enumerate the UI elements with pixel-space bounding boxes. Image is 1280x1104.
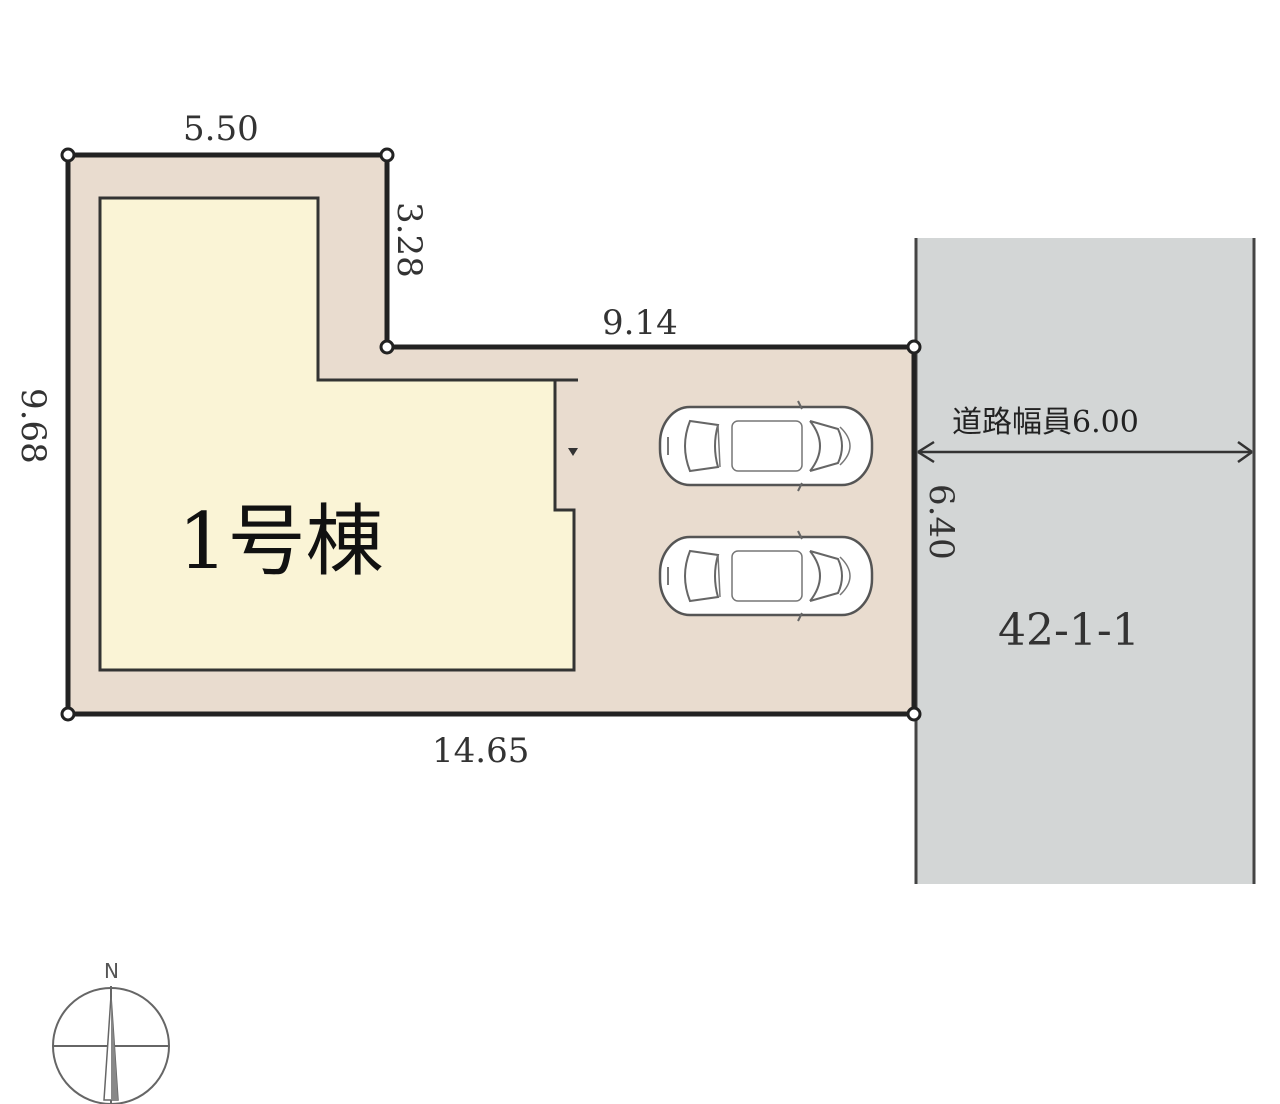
dimension-step-vertical: 3.28 (389, 202, 429, 278)
car-icon (658, 529, 874, 623)
building-label: 1号棟 (178, 497, 384, 587)
dimension-left: 9.68 (13, 388, 53, 464)
dimension-right: 6.40 (921, 484, 961, 560)
corner-marker (906, 706, 922, 722)
corner-marker (379, 339, 395, 355)
dimension-top: 5.50 (183, 109, 259, 149)
corner-marker (60, 147, 76, 163)
north-arrow-icon (52, 986, 170, 1104)
corner-marker (60, 706, 76, 722)
arrow-left-icon (917, 440, 935, 464)
car-icon (658, 399, 874, 493)
road-width-label: 道路幅員6.00 (952, 405, 1139, 440)
dimension-bottom: 14.65 (432, 731, 529, 771)
road-area (916, 238, 1254, 884)
boundary-corner-markers (60, 147, 922, 722)
corner-marker (379, 147, 395, 163)
arrow-right-icon (1237, 440, 1253, 464)
dimension-step-horizontal: 9.14 (602, 303, 678, 343)
compass-label: N (104, 959, 119, 983)
building-footprint (98, 196, 576, 672)
corner-marker (906, 339, 922, 355)
entrance-marker-icon (568, 448, 578, 456)
road-parcel-label: 42-1-1 (998, 605, 1140, 656)
